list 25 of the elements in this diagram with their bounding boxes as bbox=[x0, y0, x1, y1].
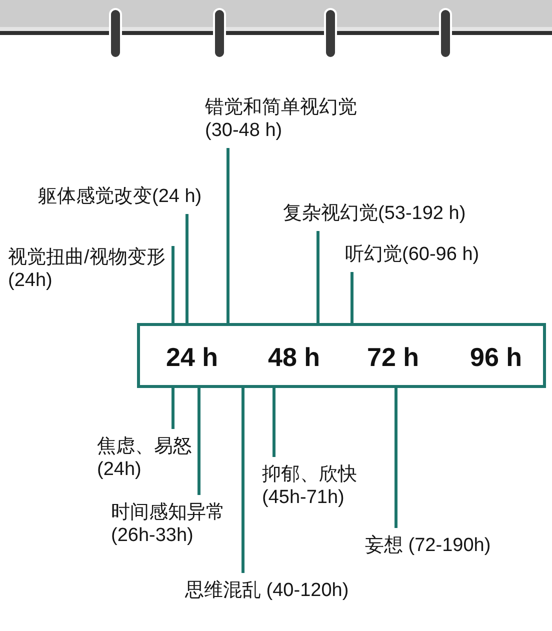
connector-line bbox=[172, 388, 174, 429]
connector-line bbox=[394, 388, 398, 528]
symptom-label: 思维混乱 (40-120h) bbox=[185, 579, 349, 602]
symptom-label: 抑郁、欣快(45h-71h) bbox=[262, 463, 362, 509]
connector-line bbox=[226, 148, 230, 323]
connector-line bbox=[186, 214, 188, 323]
symptom-label: 听幻觉(60-96 h) bbox=[345, 243, 480, 266]
connector-line bbox=[272, 388, 276, 457]
symptom-label: 妄想 (72-190h) bbox=[365, 534, 491, 557]
symptom-label: 焦虑、易怒(24h) bbox=[97, 435, 197, 481]
timeline-bar bbox=[137, 323, 546, 388]
symptom-label: 错觉和简单视幻觉(30-48 h) bbox=[205, 96, 370, 142]
hour-label: 96 h bbox=[470, 342, 522, 372]
symptom-label: 视觉扭曲/视物变形(24h) bbox=[8, 246, 175, 292]
symptom-label: 时间感知异常(26h-33h) bbox=[111, 501, 231, 547]
hour-label: 48 h bbox=[268, 342, 320, 372]
connector-line bbox=[316, 231, 320, 323]
symptom-label: 躯体感觉改变(24 h) bbox=[38, 185, 202, 208]
hour-label: 72 h bbox=[366, 342, 420, 372]
connector-line bbox=[350, 272, 354, 323]
symptom-label: 复杂视幻觉(53-192 h) bbox=[283, 202, 466, 225]
connector-line bbox=[242, 388, 244, 573]
hour-label: 24 h bbox=[166, 342, 218, 372]
connector-line bbox=[198, 388, 200, 495]
connector-line bbox=[172, 246, 174, 323]
